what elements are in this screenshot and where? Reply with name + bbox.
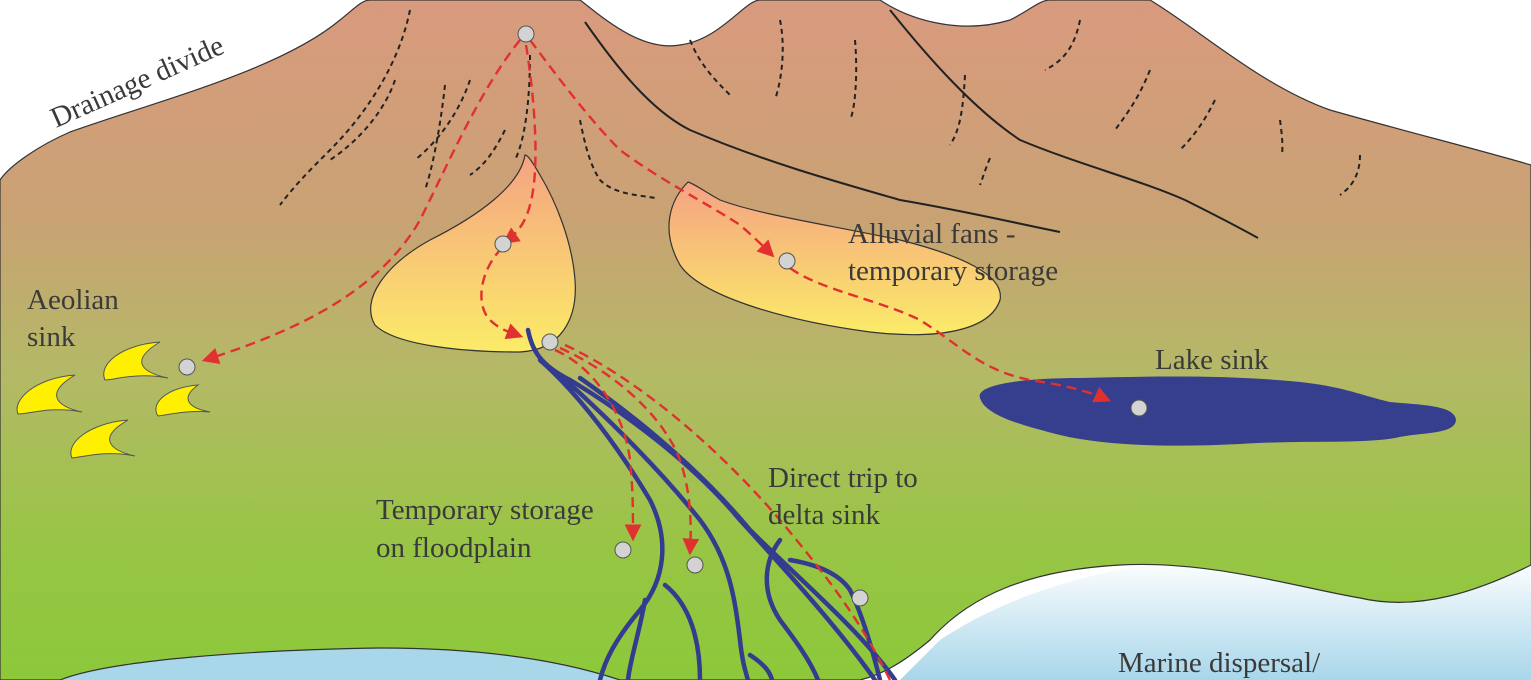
point-delta-route (851, 589, 869, 607)
path-to-left-fan (502, 44, 537, 244)
sediment-paths (201, 39, 1112, 680)
point-right-fan (778, 252, 796, 270)
river-branch-2 (557, 372, 751, 680)
point-lake (1130, 399, 1148, 417)
river-branch-7 (625, 597, 648, 680)
aeolian-dunes (16, 341, 211, 459)
river-branch-4 (764, 537, 821, 680)
river-branch-3 (577, 375, 898, 680)
label-floodplain-line2: on floodplain (376, 532, 532, 564)
path-to-right-fan (529, 39, 775, 258)
path-direct-to-delta (564, 343, 892, 680)
path-to-floodplain-1 (554, 348, 642, 542)
river-branch-5 (787, 557, 883, 680)
river-branch-8 (747, 652, 775, 680)
path-to-floodplain-2 (559, 346, 700, 556)
label-direct-line1: Direct trip to (768, 462, 918, 494)
dune-1 (103, 341, 169, 381)
label-aeolian-line1: Aeolian (27, 284, 119, 316)
label-alluvial-line2: temporary storage (848, 255, 1058, 287)
sediment-points (178, 25, 1148, 607)
point-floodplain-2 (686, 556, 704, 574)
label-marine-line1: Marine dispersal/ (1118, 647, 1321, 679)
path-to-aeolian (201, 39, 521, 364)
slope-hachures (279, 9, 1361, 206)
path-fan-to-lake (789, 267, 1112, 403)
point-aeolian (178, 358, 196, 376)
alluvial-fan-left (370, 154, 576, 353)
river-channels (525, 327, 898, 680)
label-lake-sink: Lake sink (1155, 344, 1269, 376)
alluvial-fan-right (668, 181, 1001, 336)
point-floodplain-1 (614, 541, 632, 559)
dune-3 (155, 384, 211, 417)
river-branch-1 (537, 357, 665, 680)
label-alluvial-line1: Alluvial fans - (848, 218, 1016, 250)
point-source (517, 25, 535, 43)
ridge-line-2 (889, 9, 1259, 239)
river-branch-6 (662, 582, 703, 680)
point-left-fan (494, 235, 512, 253)
label-direct-line2: delta sink (768, 499, 880, 531)
ridge-line-1 (584, 21, 1061, 233)
path-fan-to-apex (480, 247, 524, 340)
dune-4 (70, 419, 136, 459)
dune-2 (16, 374, 83, 415)
label-floodplain-line1: Temporary storage (376, 494, 594, 526)
label-aeolian-line2: sink (27, 321, 76, 353)
point-fan-apex (541, 333, 559, 351)
